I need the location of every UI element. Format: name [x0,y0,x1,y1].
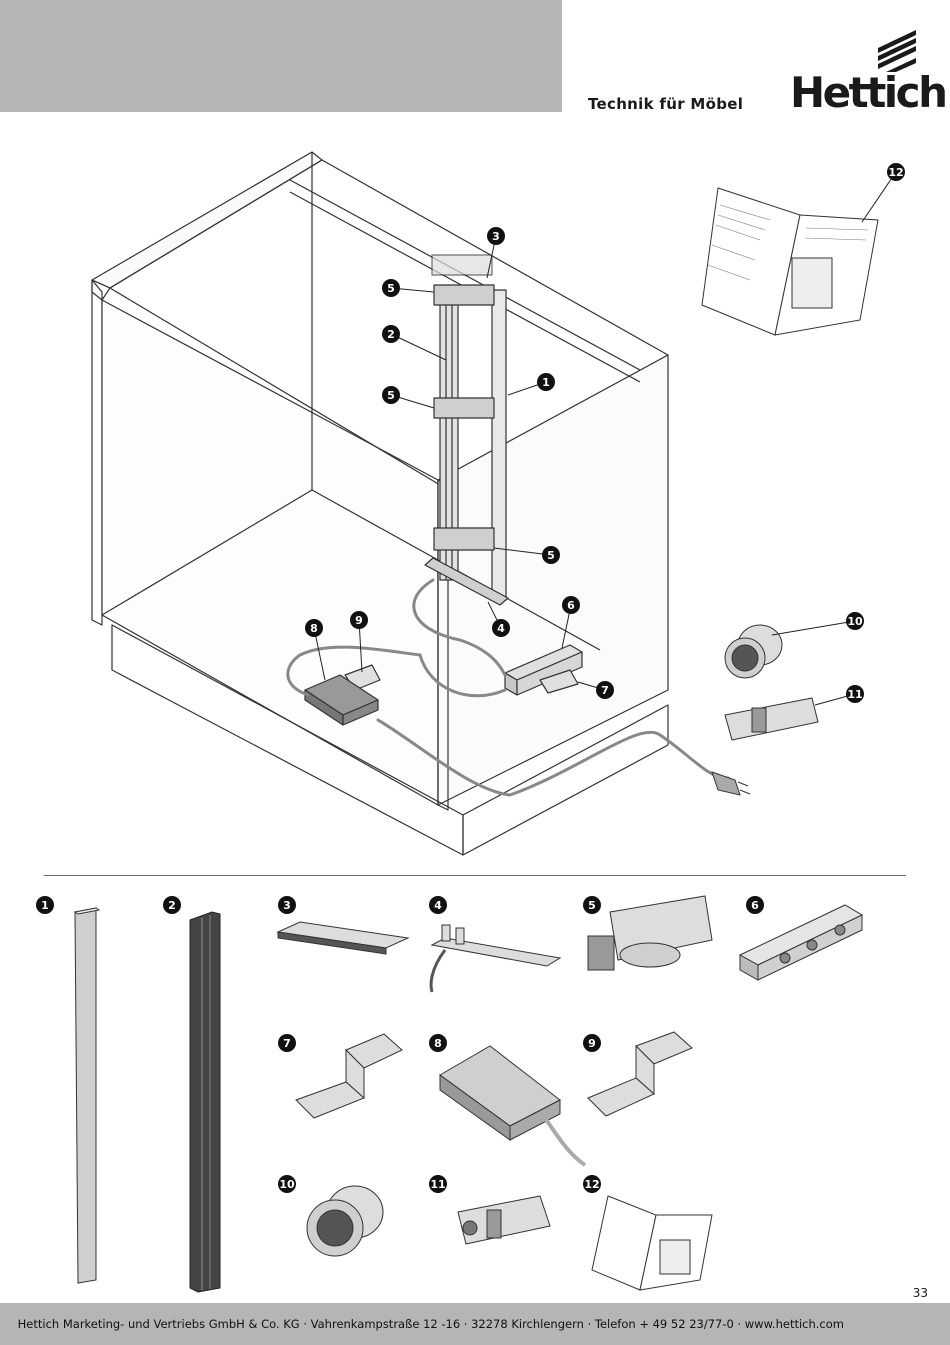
part-badge-12: 12 [583,1175,601,1193]
hettich-logo[interactable]: Hettich [790,28,948,118]
guide-profile-icon [189,911,221,1293]
parts-overview: 1 2 3 4 5 6 7 8 9 10 11 12 [36,895,864,1293]
part-badge-10: 10 [278,1175,296,1193]
part-badge-3: 3 [278,896,296,914]
page-number: 33 [912,1286,928,1300]
part-badge-1: 1 [36,896,54,914]
svg-text:9: 9 [588,1037,596,1050]
svg-text:7: 7 [283,1037,291,1050]
part-badge-5: 5 [583,896,601,914]
svg-text:5: 5 [588,899,596,912]
svg-text:2: 2 [168,899,176,912]
part-badge-2: 2 [163,896,181,914]
part-badge-8: 8 [429,1034,447,1052]
cabinet-assembly-illustration [91,151,897,856]
svg-text:6: 6 [751,899,759,912]
power-supply-icon [439,1045,587,1167]
svg-text:11: 11 [430,1178,445,1191]
top-bracket-icon [276,921,410,955]
base-bracket-icon [429,924,562,993]
part-badge-9: 9 [583,1034,601,1052]
section-divider [44,875,906,876]
svg-text:4: 4 [434,899,442,912]
switch-icon [457,1195,551,1245]
logo-text: Hettich [790,68,948,117]
svg-text:12: 12 [584,1178,599,1191]
part-badge-4: 4 [429,896,447,914]
profile-rail-icon [73,907,101,1284]
carriage-icon [587,895,713,971]
part-badge-6: 6 [746,896,764,914]
part-badge-7: 7 [278,1034,296,1052]
mounting-clip-icon [295,1033,403,1119]
control-unit-icon [738,904,864,981]
manual-icon [591,1195,713,1291]
svg-text:3: 3 [283,899,291,912]
tagline: Technik für Möbel [588,95,744,113]
svg-text:8: 8 [434,1037,442,1050]
footer-address: Hettich Marketing- und Vertriebs GmbH & … [17,1317,844,1331]
footer-bar: Hettich Marketing- und Vertriebs GmbH & … [0,1303,950,1345]
header-banner [0,0,562,112]
svg-text:1: 1 [41,899,49,912]
logo-stripes-icon [878,30,916,72]
part-badge-11: 11 [429,1175,447,1193]
mounting-clip-icon [587,1031,693,1117]
svg-text:10: 10 [279,1178,295,1191]
push-button-icon [306,1185,384,1257]
